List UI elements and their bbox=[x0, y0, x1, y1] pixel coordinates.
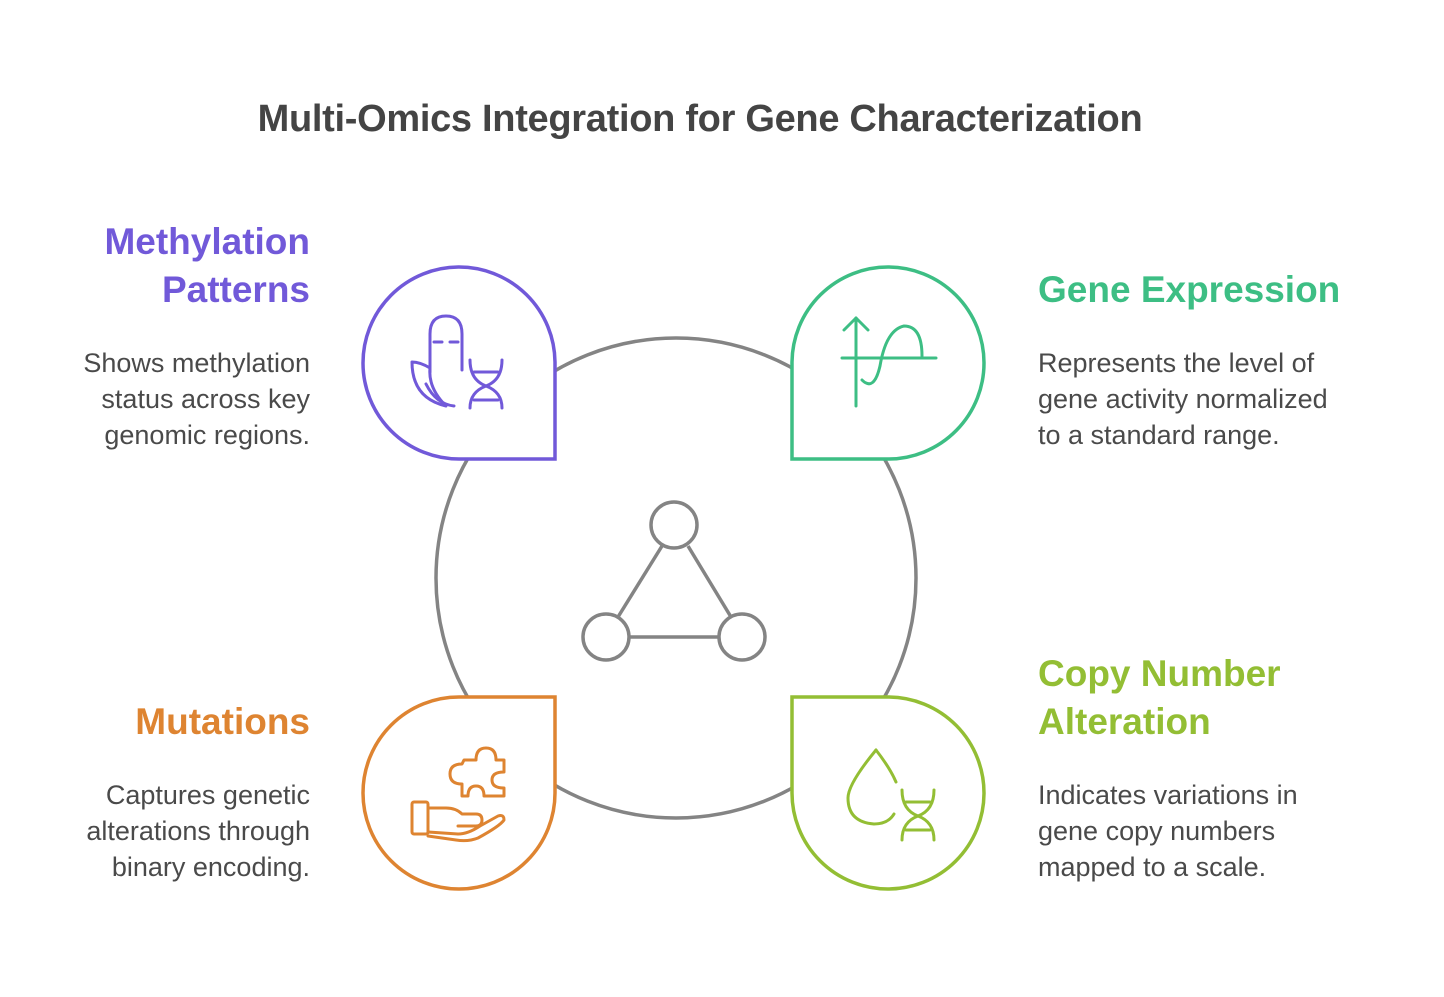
expression-heading-line: Gene Expression bbox=[1038, 269, 1341, 310]
network-triangle-icon bbox=[581, 500, 767, 662]
expression-desc-line: gene activity normalized bbox=[1038, 384, 1328, 414]
expression-desc-line: to a standard range. bbox=[1038, 420, 1280, 450]
hand-puzzle-icon bbox=[410, 746, 506, 843]
mutations-heading: Mutations bbox=[0, 698, 310, 746]
methylation-desc-line: Shows methylation bbox=[83, 348, 310, 378]
methylation-desc-line: status across key bbox=[101, 384, 310, 414]
drop-dna-icon bbox=[846, 748, 936, 842]
copy-number-desc-line: gene copy numbers bbox=[1038, 816, 1276, 846]
copy-number-heading: Copy Number Alteration bbox=[1038, 650, 1398, 746]
mutations-desc-line: alterations through bbox=[86, 816, 310, 846]
diagram-title: Multi-Omics Integration for Gene Charact… bbox=[257, 98, 1143, 140]
copy-number-heading-line: Copy Number bbox=[1038, 653, 1281, 694]
methylation-description: Shows methylation status across key geno… bbox=[0, 345, 310, 453]
methylation-heading: Methylation Patterns bbox=[0, 218, 310, 314]
copy-number-badge bbox=[790, 695, 986, 891]
methylation-heading-line: Methylation bbox=[104, 221, 310, 262]
copy-number-desc-line: Indicates variations in bbox=[1038, 780, 1298, 810]
corn-dna-icon bbox=[410, 314, 504, 410]
methylation-desc-line: genomic regions. bbox=[104, 420, 310, 450]
mutations-desc-line: binary encoding. bbox=[111, 852, 310, 882]
copy-number-description: Indicates variations in gene copy number… bbox=[1038, 777, 1398, 885]
mutations-heading-line: Mutations bbox=[135, 701, 310, 742]
expression-desc-line: Represents the level of bbox=[1038, 348, 1315, 378]
central-ring bbox=[434, 336, 918, 820]
mutations-desc-line: Captures genetic bbox=[105, 780, 310, 810]
copy-number-heading-line: Alteration bbox=[1038, 701, 1211, 742]
methylation-heading-line: Patterns bbox=[161, 269, 310, 310]
expression-description: Represents the level of gene activity no… bbox=[1038, 345, 1398, 453]
expression-badge bbox=[790, 265, 986, 461]
copy-number-desc-line: mapped to a scale. bbox=[1038, 852, 1267, 882]
mutations-description: Captures genetic alterations through bin… bbox=[0, 777, 310, 885]
signal-wave-icon bbox=[840, 316, 938, 408]
expression-heading: Gene Expression bbox=[1038, 266, 1398, 314]
mutations-badge bbox=[361, 695, 557, 891]
methylation-badge bbox=[361, 265, 557, 461]
